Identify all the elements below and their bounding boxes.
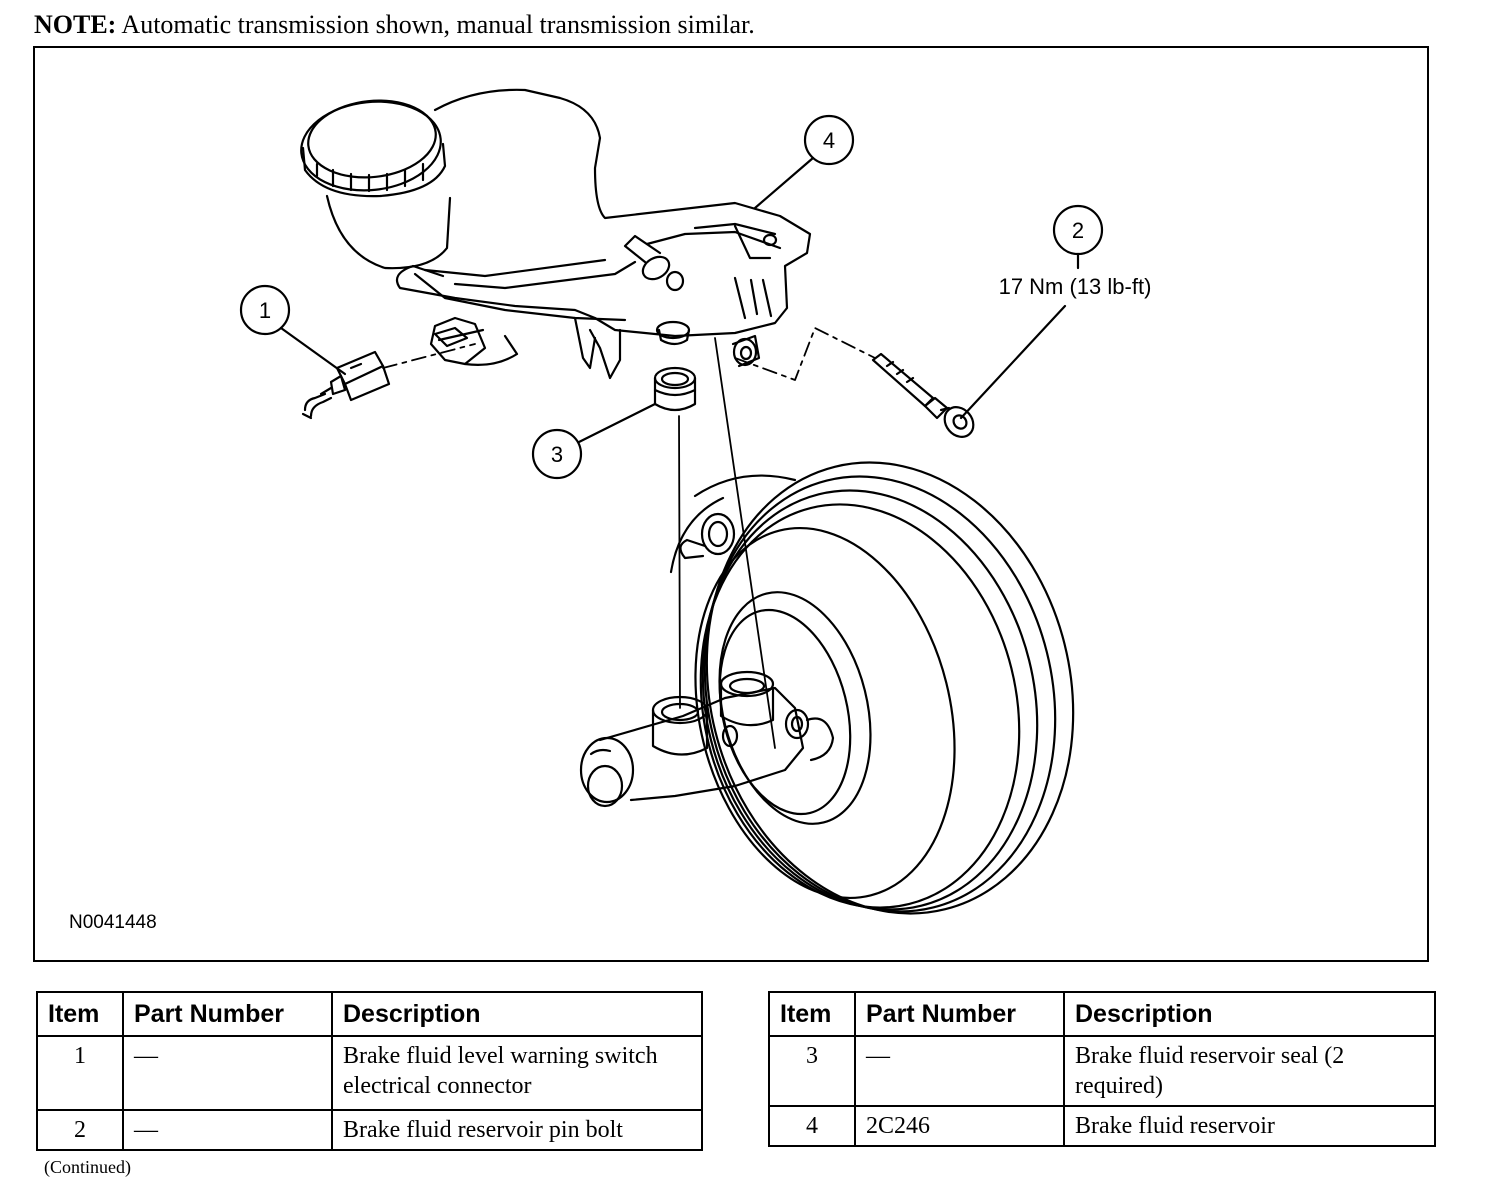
row-description: Brake fluid reservoir pin bolt — [331, 1109, 703, 1151]
row-part-number: — — [122, 1035, 333, 1111]
callout-1: 1 — [239, 284, 347, 376]
header-part-number: Part Number — [122, 991, 333, 1037]
table-row: 1 — Brake fluid level warning switch ele… — [36, 1035, 703, 1111]
torque-spec-label: 17 Nm (13 lb-ft) — [999, 274, 1152, 299]
figure-id: N0041448 — [69, 912, 157, 933]
header-description: Description — [331, 991, 703, 1037]
table-row: 2 — Brake fluid reservoir pin bolt — [36, 1109, 703, 1151]
callout-4: 4 — [753, 114, 855, 210]
table-row: 3 — Brake fluid reservoir seal (2 requir… — [768, 1035, 1436, 1107]
callout-1-number: 1 — [259, 298, 271, 323]
row-description: Brake fluid reservoir seal (2 required) — [1063, 1035, 1436, 1107]
table-header-row: Item Part Number Description — [36, 991, 703, 1037]
reservoir-seal — [653, 366, 697, 412]
header-item: Item — [768, 991, 856, 1037]
brake-booster — [669, 461, 1075, 915]
row-item: 2 — [36, 1109, 124, 1151]
note-prefix: NOTE: — [34, 10, 117, 39]
row-item: 1 — [36, 1035, 124, 1111]
table-header-row: Item Part Number Description — [768, 991, 1436, 1037]
master-cylinder — [579, 670, 835, 808]
row-item: 3 — [768, 1035, 856, 1107]
note-line: NOTE: Automatic transmission shown, manu… — [34, 10, 755, 40]
parts-table-left: Item Part Number Description 1 — Brake f… — [36, 991, 703, 1151]
callout-3-number: 3 — [551, 442, 563, 467]
row-description: Brake fluid level warning switch electri… — [331, 1035, 703, 1111]
callout-2: 2 17 Nm (13 lb-ft) — [959, 204, 1152, 420]
header-item: Item — [36, 991, 124, 1037]
callout-3: 3 — [531, 402, 657, 480]
row-part-number: 2C246 — [854, 1105, 1065, 1147]
row-item: 4 — [768, 1105, 856, 1147]
header-part-number: Part Number — [854, 991, 1065, 1037]
brake-fluid-reservoir — [300, 88, 812, 380]
figure-frame: 1 2 17 Nm (13 lb-ft) 3 4 N0041448 — [33, 46, 1429, 962]
exploded-view-drawing: 1 2 17 Nm (13 lb-ft) 3 4 — [239, 88, 1152, 915]
row-description: Brake fluid reservoir — [1063, 1105, 1436, 1147]
note-text: Automatic transmission shown, manual tra… — [121, 10, 755, 39]
header-description: Description — [1063, 991, 1436, 1037]
table-row: 4 2C246 Brake fluid reservoir — [768, 1105, 1436, 1147]
callout-4-number: 4 — [823, 128, 835, 153]
row-part-number: — — [854, 1035, 1065, 1107]
warning-switch-connector — [301, 326, 469, 420]
parts-table-right: Item Part Number Description 3 — Brake f… — [768, 991, 1436, 1147]
row-part-number: — — [122, 1109, 333, 1151]
continued-note: (Continued) — [44, 1157, 131, 1177]
callout-2-number: 2 — [1072, 218, 1084, 243]
reservoir-pin-bolt — [871, 352, 975, 438]
alignment-lines — [382, 327, 876, 749]
